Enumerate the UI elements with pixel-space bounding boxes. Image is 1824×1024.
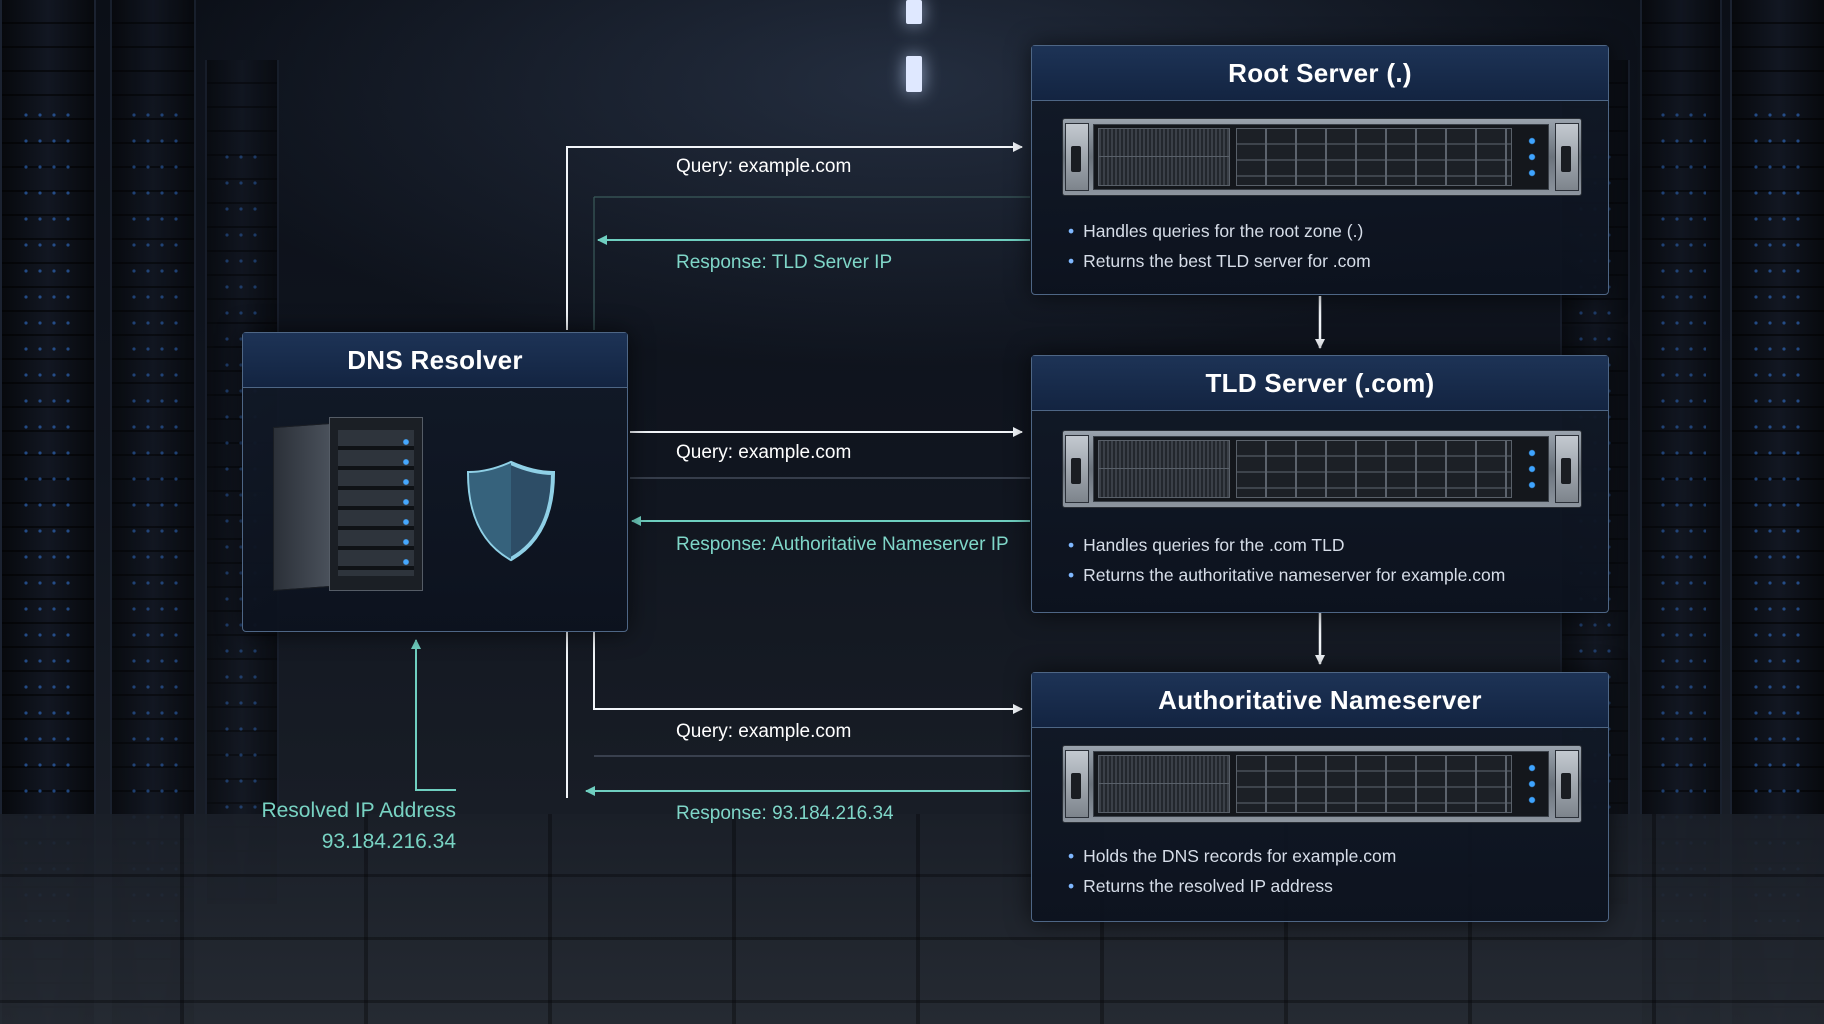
rack-server-icon	[1062, 118, 1582, 196]
rack-server-icon	[1062, 430, 1582, 508]
response-label-authoritative: Response: 93.184.216.34	[676, 803, 894, 825]
tld-server-title: TLD Server (.com)	[1032, 356, 1608, 411]
root-server-details: Handles queries for the root zone (.) Re…	[1068, 216, 1588, 276]
response-label-root: Response: TLD Server IP	[676, 252, 892, 274]
rack-server-icon	[1062, 745, 1582, 823]
resolved-ip-caption: Resolved IP Address 93.184.216.34	[200, 795, 456, 857]
authoritative-nameserver-title: Authoritative Nameserver	[1032, 673, 1608, 728]
query-arrow-authoritative	[594, 632, 1022, 709]
list-item: Returns the resolved IP address	[1068, 871, 1588, 901]
list-item: Returns the best TLD server for .com	[1068, 246, 1588, 276]
query-label-root: Query: example.com	[676, 156, 851, 178]
authoritative-nameserver-details: Holds the DNS records for example.com Re…	[1068, 841, 1588, 901]
authoritative-nameserver-panel: Authoritative Nameserver Holds the DNS r…	[1031, 672, 1609, 922]
list-item: Handles queries for the root zone (.)	[1068, 216, 1588, 246]
response-label-tld: Response: Authoritative Nameserver IP	[676, 534, 1009, 556]
list-item: Returns the authoritative nameserver for…	[1068, 560, 1588, 590]
root-server-title: Root Server (.)	[1032, 46, 1608, 101]
dns-resolver-title: DNS Resolver	[243, 333, 627, 388]
list-item: Holds the DNS records for example.com	[1068, 841, 1588, 871]
resolved-ip-value: 93.184.216.34	[200, 826, 456, 857]
tld-server-details: Handles queries for the .com TLD Returns…	[1068, 530, 1588, 590]
list-item: Handles queries for the .com TLD	[1068, 530, 1588, 560]
server-tower-icon	[273, 417, 423, 589]
tld-server-panel: TLD Server (.com) Handles queries for th…	[1031, 355, 1609, 613]
dns-resolver-panel: DNS Resolver	[242, 332, 628, 632]
query-label-tld: Query: example.com	[676, 442, 851, 464]
resolved-ip-label: Resolved IP Address	[200, 795, 456, 826]
query-label-authoritative: Query: example.com	[676, 721, 851, 743]
shield-icon	[463, 457, 559, 565]
resolved-ip-arrow	[416, 640, 456, 790]
root-server-panel: Root Server (.) Handles queries for the …	[1031, 45, 1609, 295]
